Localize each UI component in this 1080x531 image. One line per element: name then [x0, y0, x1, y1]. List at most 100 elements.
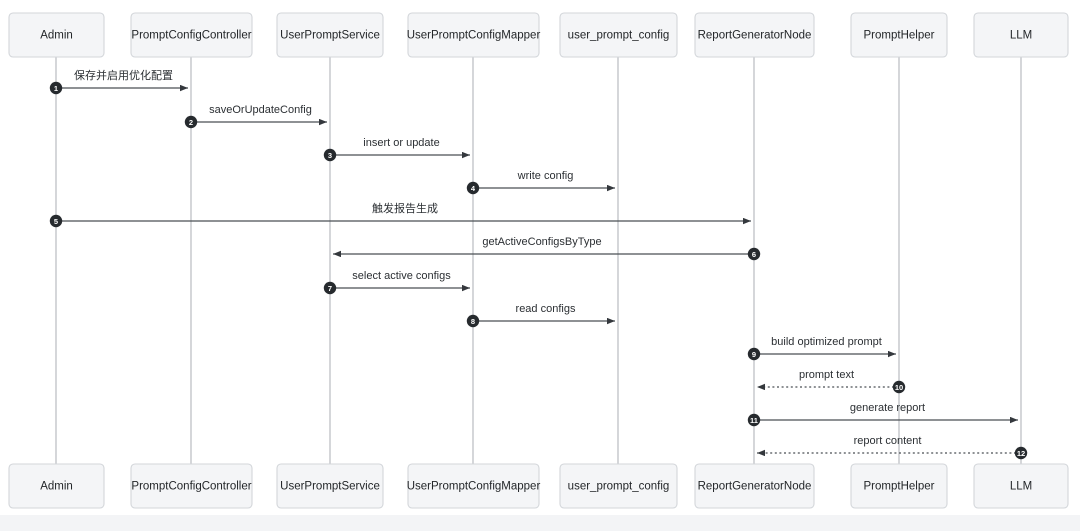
sequence-badge-circle-4 [466, 181, 480, 195]
actor-label-llm-top: LLM [1010, 30, 1032, 42]
sequence-badge-11: 11 [747, 413, 761, 427]
sequence-badge-8: 8 [466, 314, 480, 328]
actor-mapper-bottom: UserPromptConfigMapper [407, 463, 541, 509]
message-label-11: generate report [850, 402, 925, 414]
actor-llm-top: LLM [973, 12, 1069, 58]
actor-box-llm-bottom [973, 463, 1069, 509]
actor-admin-top: Admin [8, 12, 105, 58]
sequence-badge-circle-8 [466, 314, 480, 328]
sequence-badge-text-1: 1 [54, 84, 58, 93]
sequence-badge-2: 2 [184, 115, 198, 129]
actor-label-service-bottom: UserPromptService [280, 481, 380, 493]
sequence-badge-circle-7 [323, 281, 337, 295]
actor-box-admin-bottom [8, 463, 105, 509]
message-10: prompt text 10 [757, 369, 906, 394]
message-12: report content 12 [757, 435, 1028, 460]
actor-box-mapper-top [407, 12, 540, 58]
sequence-badge-text-12: 12 [1017, 449, 1025, 458]
message-label-12: report content [854, 435, 922, 447]
actor-helper-bottom: PromptHelper [850, 463, 948, 509]
sequence-badge-text-5: 5 [54, 217, 58, 226]
actor-llm-bottom: LLM [973, 463, 1069, 509]
sequence-badge-circle-1 [49, 81, 63, 95]
actor-label-controller-bottom: PromptConfigController [131, 481, 251, 493]
sequence-badge-circle-5 [49, 214, 63, 228]
actor-mapper-top: UserPromptConfigMapper [407, 12, 540, 58]
sequence-badge-10: 10 [892, 380, 906, 394]
sequence-badge-7: 7 [323, 281, 337, 295]
actor-controller-top: PromptConfigController [130, 12, 253, 58]
actor-label-llm-bottom: LLM [1010, 481, 1032, 493]
actor-label-service-top: UserPromptService [280, 30, 380, 42]
actor-controller-bottom: PromptConfigController [130, 463, 253, 509]
message-11: generate report 11 [747, 402, 1018, 427]
sequence-badge-circle-10 [892, 380, 906, 394]
actor-box-mapper-bottom [407, 463, 540, 509]
sequence-badge-circle-2 [184, 115, 198, 129]
lifelines-layer [55, 57, 1022, 464]
sequence-badge-circle-9 [747, 347, 761, 361]
sequence-badge-1: 1 [49, 81, 63, 95]
actor-box-table-top [559, 12, 678, 58]
actor-box-table-bottom [559, 463, 678, 509]
sequence-badge-4: 4 [466, 181, 480, 195]
message-label-10: prompt text [799, 369, 854, 381]
message-3: insert or update 3 [323, 137, 470, 162]
sequence-badge-12: 12 [1014, 446, 1028, 460]
sequence-badge-3: 3 [323, 148, 337, 162]
actor-table-bottom: user_prompt_config [559, 463, 678, 509]
actor-box-service-bottom [276, 463, 384, 509]
actor-box-helper-top [850, 12, 948, 58]
bottom-strip [0, 515, 1080, 531]
message-label-6: getActiveConfigsByType [482, 236, 601, 248]
actor-label-node-top: ReportGeneratorNode [698, 30, 812, 42]
message-9: build optimized prompt 9 [747, 336, 896, 361]
message-label-3: insert or update [363, 137, 439, 149]
sequence-badge-text-3: 3 [328, 151, 332, 160]
message-label-4: write config [517, 170, 574, 182]
actor-label-mapper-bottom: UserPromptConfigMapper [407, 481, 541, 493]
sequence-badge-circle-12 [1014, 446, 1028, 460]
sequence-badge-text-4: 4 [471, 184, 476, 193]
actor-node-bottom: ReportGeneratorNode [694, 463, 815, 509]
sequence-badge-circle-3 [323, 148, 337, 162]
actor-label-helper-top: PromptHelper [864, 30, 935, 42]
sequence-badge-text-8: 8 [471, 317, 475, 326]
actor-label-table-bottom: user_prompt_config [568, 481, 670, 493]
actor-label-node-bottom: ReportGeneratorNode [698, 481, 812, 493]
sequence-badge-text-10: 10 [895, 383, 903, 392]
actors-bottom-layer: Admin PromptConfigController UserPromptSer… [8, 463, 1069, 509]
sequence-badge-text-2: 2 [189, 118, 193, 127]
actor-label-admin-bottom: Admin [40, 481, 73, 493]
actor-box-helper-bottom [850, 463, 948, 509]
sequence-badge-6: 6 [747, 247, 761, 261]
actor-admin-bottom: Admin [8, 463, 105, 509]
sequence-badge-circle-6 [747, 247, 761, 261]
message-1: 保存并启用优化配置 1 [49, 68, 188, 95]
actor-box-controller-top [130, 12, 253, 58]
sequence-badge-9: 9 [747, 347, 761, 361]
message-label-8: read configs [516, 303, 576, 315]
actor-box-node-bottom [694, 463, 815, 509]
message-label-1: 保存并启用优化配置 [74, 68, 173, 82]
message-label-9: build optimized prompt [771, 336, 882, 348]
actors-top-layer: Admin PromptConfigController UserPromptSer… [8, 12, 1069, 58]
message-label-7: select active configs [352, 270, 451, 282]
message-7: select active configs 7 [323, 270, 470, 295]
actor-service-top: UserPromptService [276, 12, 384, 58]
actor-box-node-top [694, 12, 815, 58]
actor-service-bottom: UserPromptService [276, 463, 384, 509]
actor-box-llm-top [973, 12, 1069, 58]
message-4: write config 4 [466, 170, 615, 195]
actor-box-controller-bottom [130, 463, 253, 509]
actor-label-table-top: user_prompt_config [568, 30, 670, 42]
sequence-badge-text-11: 11 [750, 416, 758, 425]
actor-box-admin-top [8, 12, 105, 58]
actor-label-controller-top: PromptConfigController [131, 30, 251, 42]
message-8: read configs 8 [466, 303, 615, 328]
